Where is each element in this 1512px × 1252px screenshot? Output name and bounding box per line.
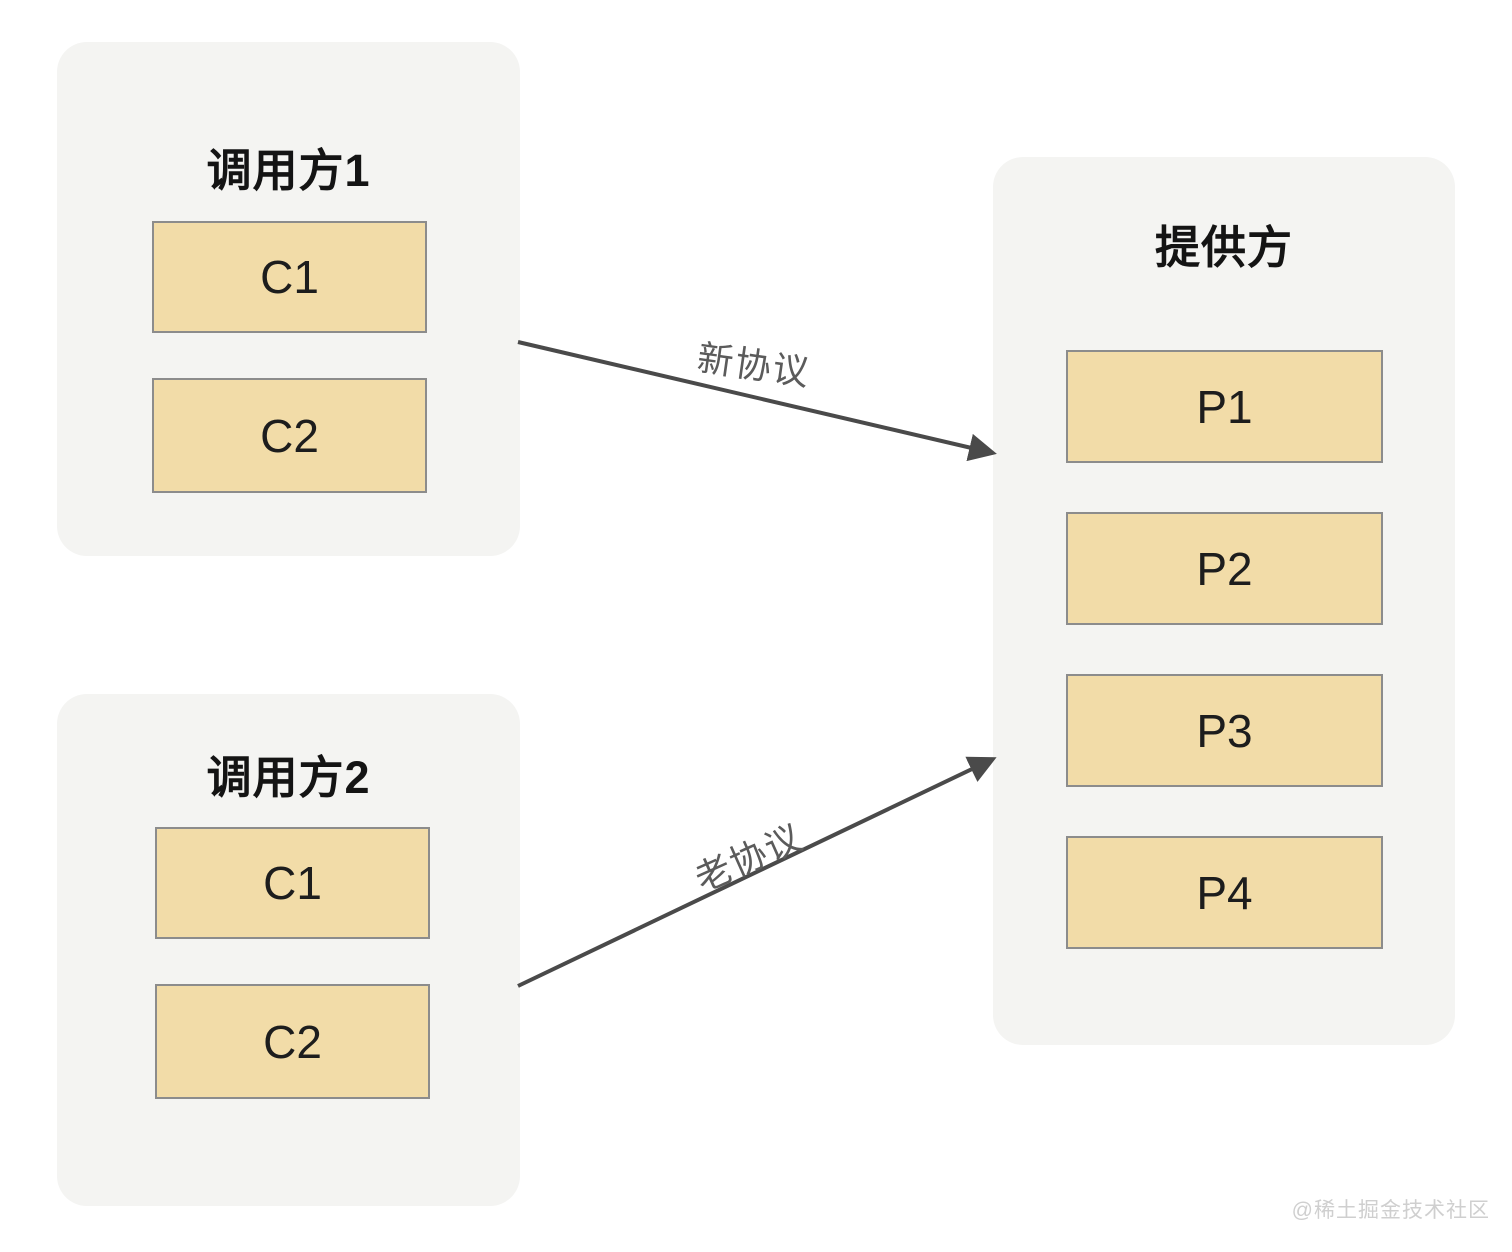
component-box-caller1-c2: C2 [152,378,427,493]
provider-group-title: 提供方 [1154,222,1293,273]
caller-group-2: 调用方2 C1 C2 [57,694,520,1206]
caller-group-1-title: 调用方1 [206,145,371,196]
provider-group: 提供方 P1 P2 P3 P4 [993,157,1455,1045]
connection-label-new-protocol: 新协议 [694,337,814,394]
caller-group-1: 调用方1 C1 C2 [57,42,520,556]
component-box-caller1-c1: C1 [152,221,427,333]
component-box-provider-p1: P1 [1066,350,1383,463]
component-box-provider-p4: P4 [1066,836,1383,949]
component-box-provider-p2: P2 [1066,512,1383,625]
component-box-provider-p3: P3 [1066,674,1383,787]
connection-label-old-protocol: 老协议 [688,815,810,900]
watermark-text: @稀土掘金技术社区 [1291,1199,1490,1222]
component-box-caller2-c2: C2 [155,984,430,1099]
component-box-caller2-c1: C1 [155,827,430,939]
caller-group-2-title: 调用方2 [206,752,371,803]
